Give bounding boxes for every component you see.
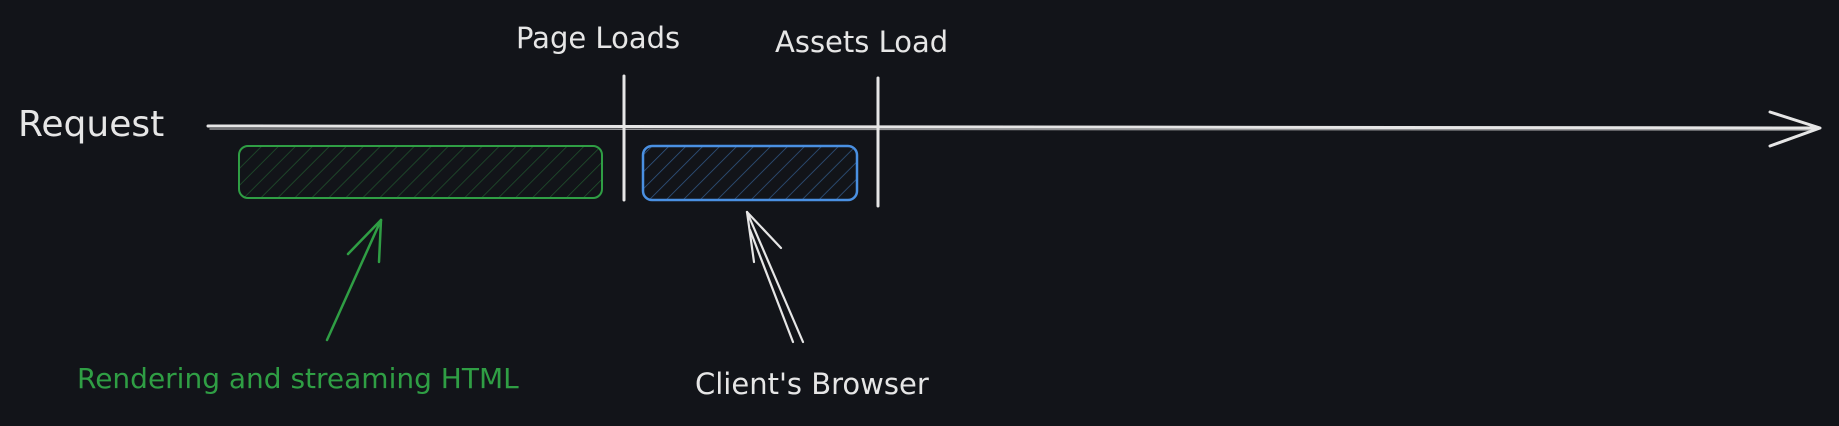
timeline-arrowhead (1768, 110, 1822, 148)
client-browser-arrow (745, 210, 805, 344)
timeline-axis-sketch (209, 128, 1816, 131)
request-label: Request (18, 104, 164, 145)
rendering-label: Rendering and streaming HTML (77, 362, 519, 395)
client-browser-block (641, 144, 859, 202)
page-loads-label: Page Loads (516, 21, 680, 55)
timeline-axis (206, 124, 1820, 130)
rendering-block (238, 145, 603, 199)
assets-load-label: Assets Load (775, 25, 948, 59)
rendering-arrow (325, 218, 383, 342)
client-browser-label: Client's Browser (695, 367, 929, 401)
